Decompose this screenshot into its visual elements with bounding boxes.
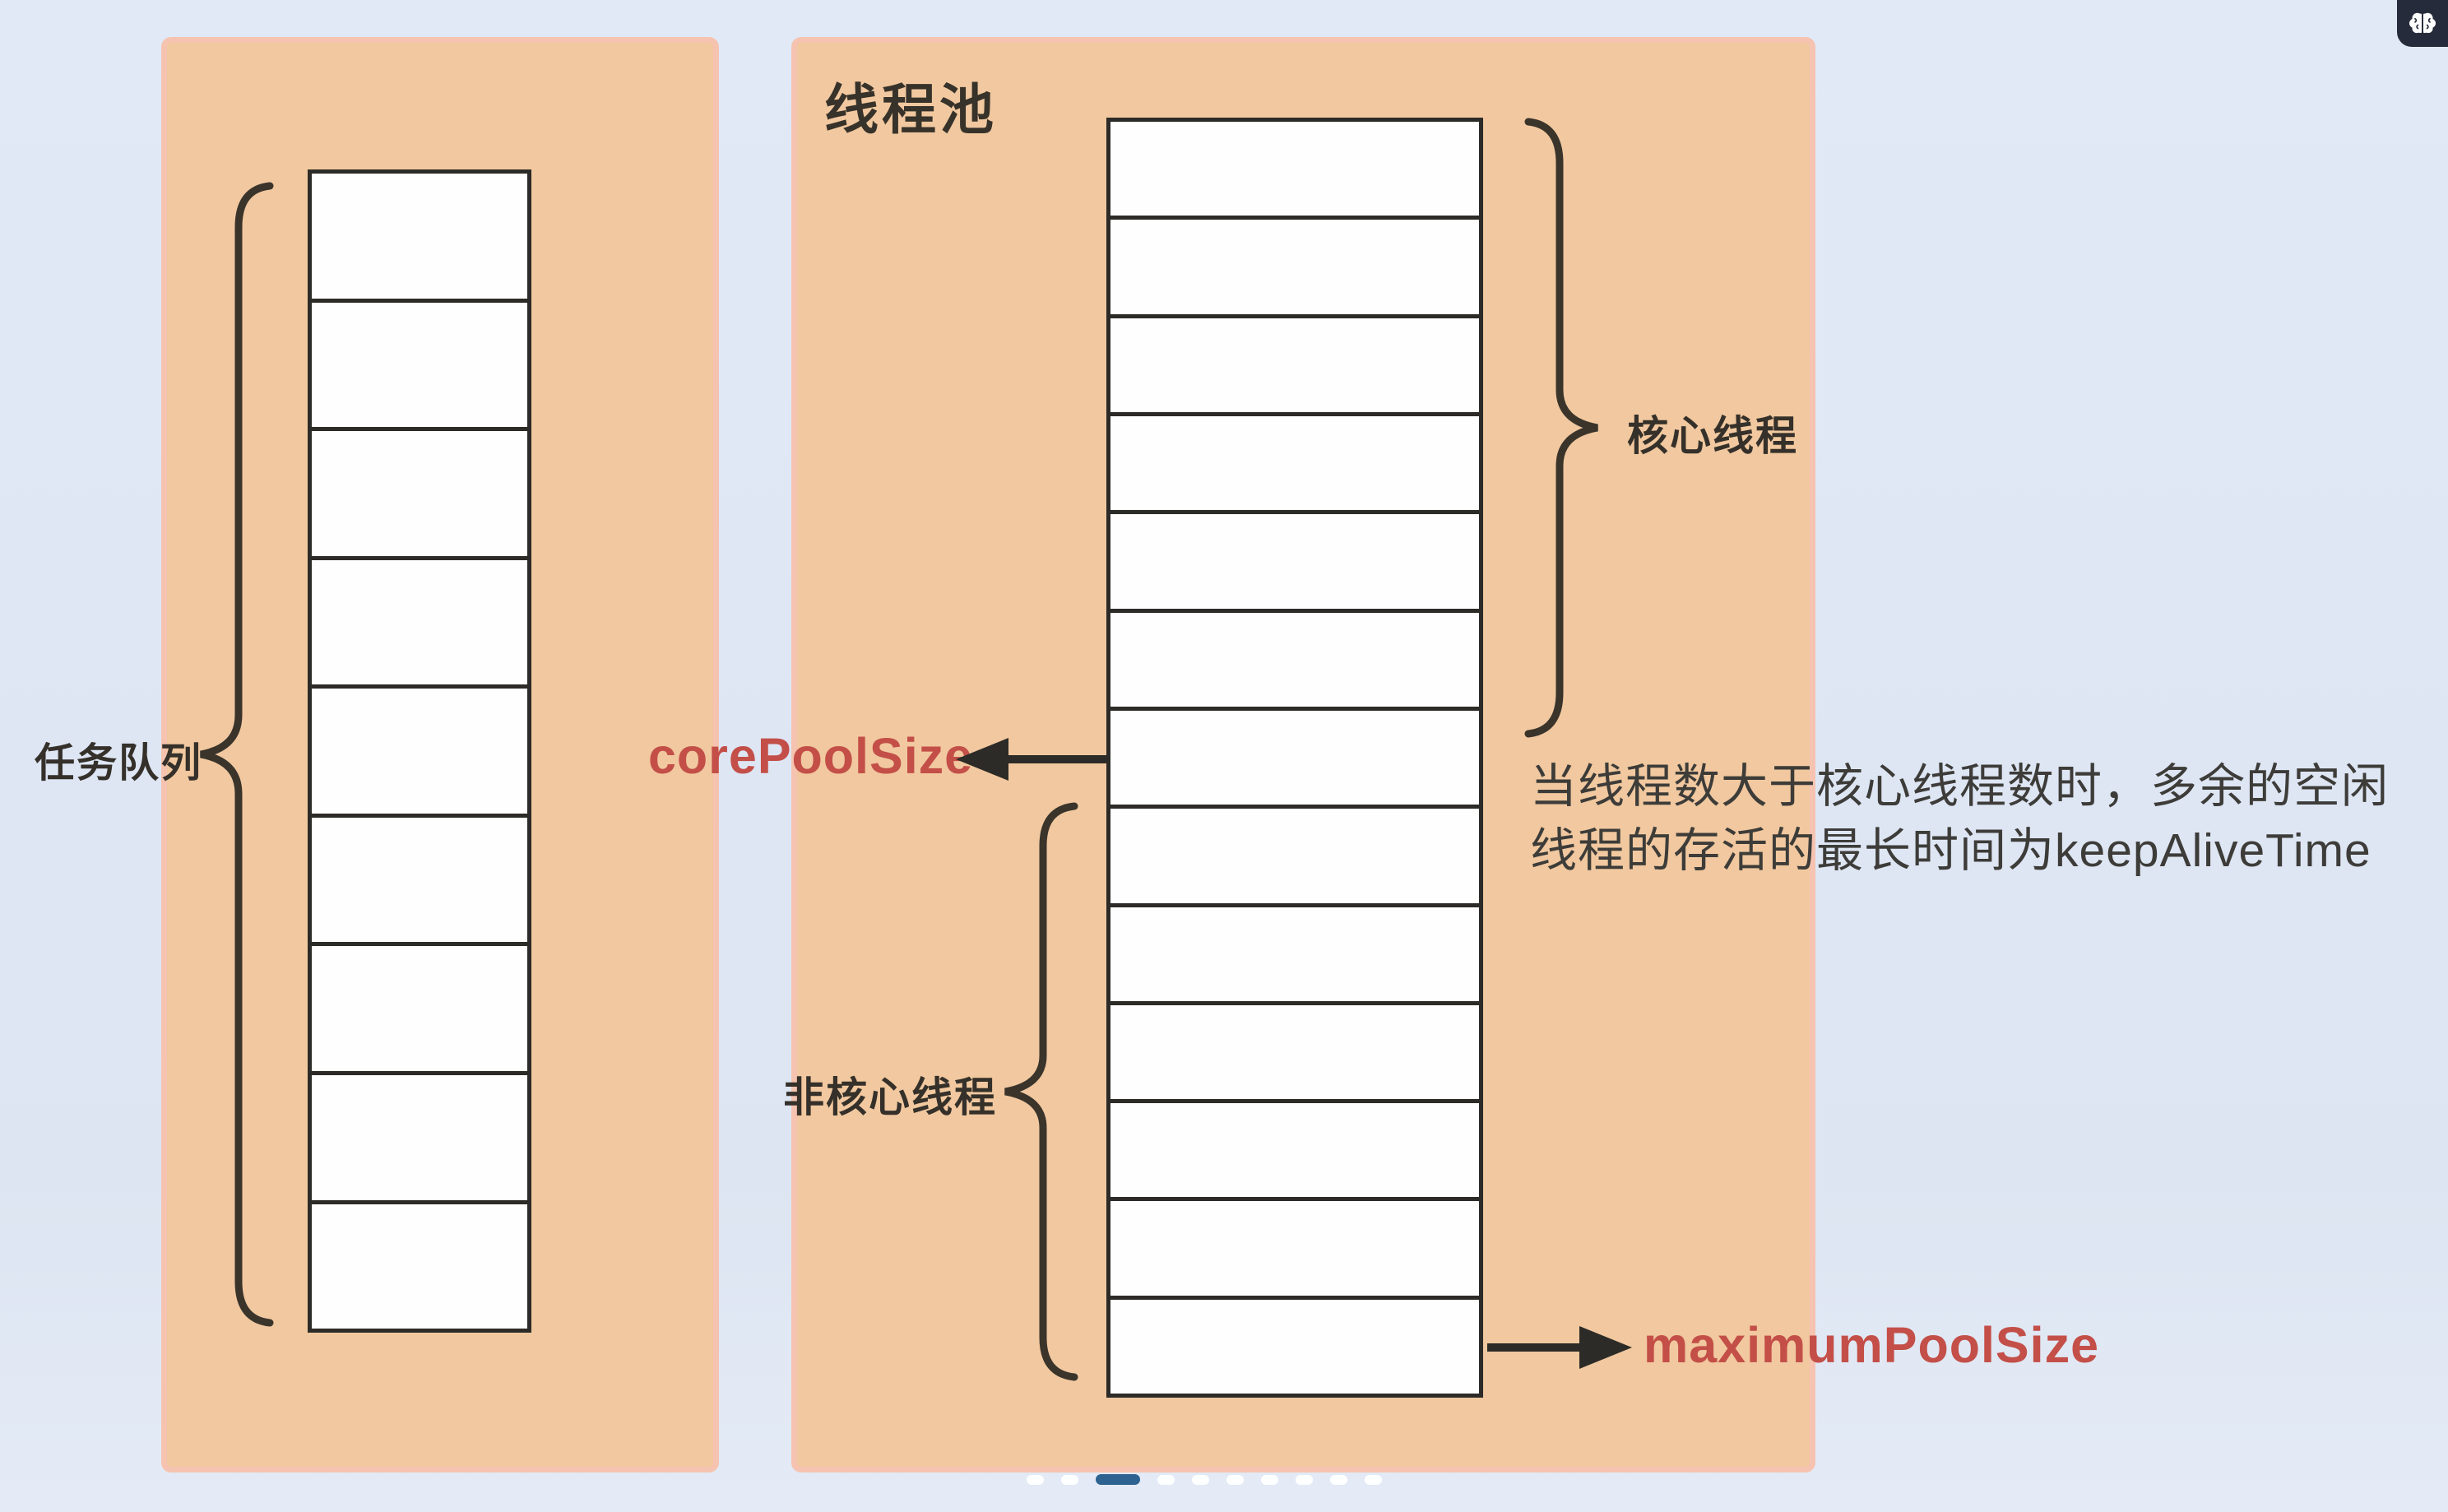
task-queue-brace — [200, 182, 274, 1327]
keep-alive-note-line1: 当线程数大于核心线程数时，多余的空闲 — [1530, 760, 2389, 813]
thread-slot — [1110, 1299, 1479, 1394]
pagination-dot[interactable] — [1061, 1474, 1078, 1485]
brain-icon[interactable] — [2397, 0, 2448, 47]
brain-icon-glyph — [2409, 11, 2436, 35]
pagination-dot[interactable] — [1330, 1474, 1347, 1485]
task-queue-slot — [312, 302, 527, 428]
pagination-dot[interactable] — [1296, 1474, 1313, 1485]
thread-slot — [1110, 809, 1479, 903]
task-queue-slot — [312, 946, 527, 1071]
task-queue-stack — [308, 169, 531, 1333]
task-queue-slot — [312, 1204, 527, 1329]
thread-pool-title: 线程池 — [824, 79, 997, 140]
thread-slot — [1110, 220, 1479, 314]
thread-pool-stack — [1106, 118, 1483, 1398]
core-threads-label: 核心线程 — [1627, 413, 1798, 459]
pagination-dot[interactable] — [1027, 1474, 1044, 1485]
core-pool-size-arrow-icon — [956, 738, 1107, 781]
core-pool-size-label: corePoolSize — [648, 728, 974, 784]
pagination-dot[interactable] — [1261, 1474, 1278, 1485]
pagination-dot[interactable] — [1365, 1474, 1382, 1485]
noncore-threads-label: 非核心线程 — [783, 1074, 997, 1120]
task-queue-slot — [312, 431, 527, 556]
core-threads-brace — [1524, 118, 1598, 738]
thread-slot — [1110, 514, 1479, 609]
thread-slot — [1110, 1004, 1479, 1100]
maximum-pool-size-arrow-icon — [1487, 1326, 1632, 1369]
pagination-dot[interactable] — [1157, 1474, 1175, 1485]
task-queue-slot — [312, 689, 527, 814]
keep-alive-note-line2: 线程的存活的最长时间为keepAliveTime — [1530, 823, 2372, 877]
thread-slot — [1110, 1103, 1479, 1198]
task-queue-slot — [312, 174, 527, 299]
thread-slot — [1110, 612, 1479, 707]
thread-slot — [1110, 907, 1479, 1001]
thread-slot — [1110, 415, 1479, 511]
maximum-pool-size-label: maximumPoolSize — [1644, 1317, 2099, 1373]
thread-slot — [1110, 318, 1479, 412]
task-queue-slot — [312, 1074, 527, 1200]
noncore-threads-brace — [1004, 802, 1078, 1381]
task-queue-slot — [312, 817, 527, 943]
keep-alive-note: 当线程数大于核心线程数时，多余的空闲 线程的存活的最长时间为keepAliveT… — [1530, 755, 2389, 883]
thread-slot — [1110, 1201, 1479, 1296]
pagination-dot[interactable] — [1192, 1474, 1209, 1485]
pagination-dot[interactable] — [1226, 1474, 1244, 1485]
task-queue-label: 任务队列 — [35, 741, 203, 786]
thread-slot — [1110, 710, 1479, 805]
carousel-pagination — [1027, 1474, 1382, 1485]
pagination-dot-active[interactable] — [1096, 1474, 1140, 1485]
task-queue-slot — [312, 559, 527, 685]
thread-slot — [1110, 122, 1479, 216]
